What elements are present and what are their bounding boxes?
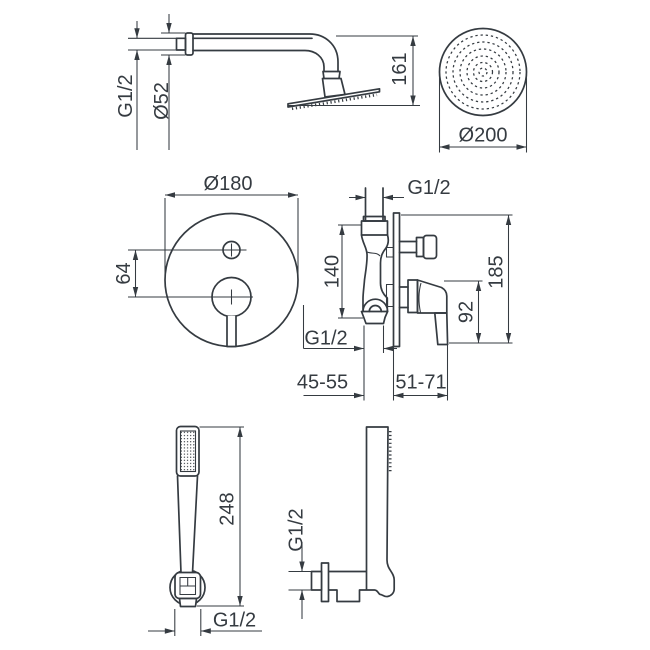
dim-head-diameter-label: Ø200 [459,125,508,147]
dim-hose-thread: G1/2 [148,609,262,636]
handle-lever [226,315,237,348]
mixer-front-view: Ø180 64 [113,173,299,348]
dim-handle-height: 92 [444,280,483,343]
dim-escutcheon-diameter-label: Ø52 [151,82,173,120]
dim-top-thread-label: G1/2 [407,177,450,199]
overhead-shower-top-view: Ø200 [438,27,528,153]
valve-body [360,234,390,313]
ball-joint-connector [321,70,346,98]
wall-plate [392,212,401,348]
dim-plate-diameter: Ø180 [164,173,299,276]
holder-thread-stub [310,570,323,591]
holder-wall-flange [320,562,330,603]
dim-hand-shower-length: 248 [197,426,244,607]
dim-projection-range-label: 51-71 [395,372,446,394]
nozzle-rings [445,34,521,110]
inlet-pipe-top [364,187,384,222]
valve-body-contour [366,251,381,257]
hose-connector-stub [178,597,198,608]
hand-shower-profile [327,426,396,603]
dim-head-diameter: Ø200 [438,74,528,153]
dim-knob-spacing-label: 64 [113,262,135,284]
wall-thread-stub [175,37,187,51]
coupling-nut [360,220,389,236]
hand-shower-side-view: G1/2 [286,426,396,619]
center-marks [128,243,253,305]
nozzle-ticks [291,93,378,111]
dim-connection-span: 140 [322,224,363,319]
dim-handle-height-label: 92 [456,301,478,323]
dim-knob-spacing: 64 [113,250,139,297]
dim-connection-span-label: 140 [322,255,344,288]
dim-plate-diameter-label: Ø180 [204,173,253,195]
dim-top-thread: G1/2 [349,177,451,201]
dim-depth-ranges: 45-55 51-71 [297,325,449,401]
shower-arm [192,33,339,73]
dim-hose-thread-label: G1/2 [213,610,256,632]
dim-holder-thread-label: G1/2 [286,508,308,551]
dim-hand-shower-length-label: 248 [217,492,239,525]
dim-wall-thread: G1/2 [115,21,177,150]
spray-face [179,430,197,473]
dim-overall-height: 185 [401,214,513,344]
dim-escutcheon-diameter: Ø52 [151,14,186,150]
hand-shower-handle-mask [177,476,198,573]
wall-escutcheon [184,32,194,56]
dim-bottom-thread: G1/2 [302,305,397,352]
overhead-shower-side-view: G1/2 Ø52 161 [115,14,420,150]
mixer-side-view: G1/2 140 185 92 G1/2 45-55 51- [297,177,513,401]
dim-bottom-thread-label: G1/2 [304,328,347,350]
hand-shower-front-view: 248 G1/2 [148,425,262,636]
handle-lever-mask [227,316,236,347]
dim-wall-thread-label: G1/2 [115,74,137,117]
holder-clamp-detail [179,576,197,596]
dim-depth-range-label: 45-55 [297,372,348,394]
dim-holder-thread: G1/2 [286,508,312,619]
dim-head-height: 161 [288,35,420,107]
mixer-handle-side [398,279,449,346]
outlet-flange [360,310,389,325]
dim-head-height-label: 161 [389,52,411,85]
dim-overall-height-label: 185 [486,255,508,288]
cartridge-stems [385,246,394,308]
hand-shower-handle [176,475,199,574]
shower-head-rim [438,27,528,117]
diverter-knob-side [398,234,438,260]
